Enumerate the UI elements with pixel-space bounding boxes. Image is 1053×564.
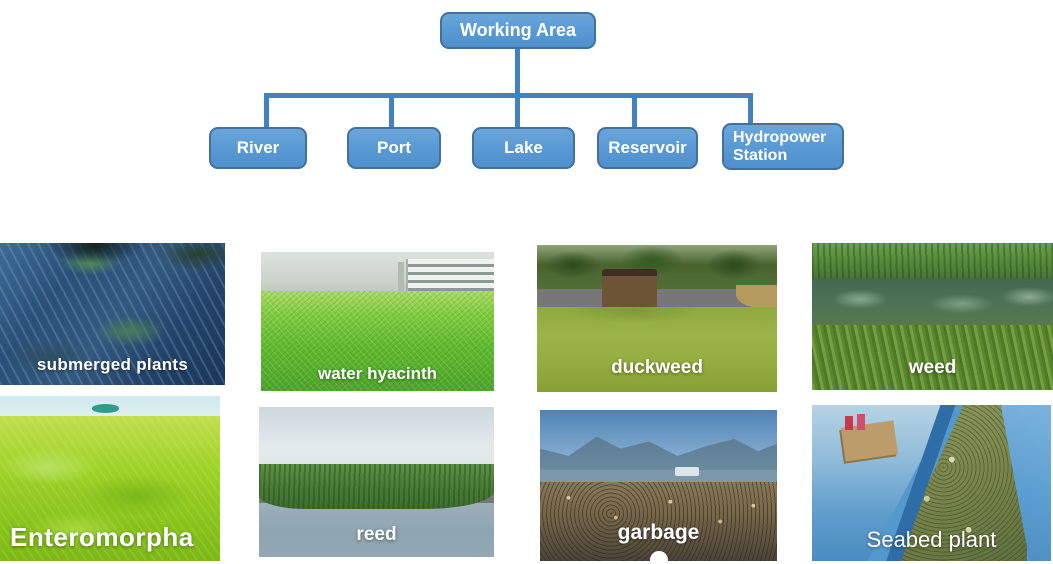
node-port-label: Port [377,138,411,157]
node-lake-label: Lake [504,138,543,157]
hyacinth-field-layer [261,290,494,391]
photo-weed-label: weed [908,357,957,378]
water-layer [812,278,1053,326]
photo-duckweed: duckweed [537,245,777,392]
photo-enteromorpha: Enteromorpha [0,396,220,561]
algae-layer [0,415,220,561]
building-shape [405,258,494,297]
photo-reed: reed [259,407,494,557]
photo-submerged-plants: submerged plants [0,243,225,385]
garbage-debris-layer [540,482,777,561]
photo-water-hyacinth-label: water hyacinth [317,364,438,383]
connector-drop-river [264,93,269,127]
chimney-shape [398,261,405,293]
duckweed-pond-layer [537,306,777,392]
distant-hill-shape [92,404,119,413]
photo-submerged-plants-label: submerged plants [36,355,189,374]
sky-layer [259,407,494,473]
photo-enteromorpha-label: Enteromorpha [10,522,194,552]
node-river-label: River [236,138,280,157]
flowing-weeds-layer [812,325,1053,390]
connector-root-stem [515,49,520,94]
photo-water-hyacinth: water hyacinth [261,252,494,391]
photo-reed-label: reed [356,524,397,545]
bridge-shape [736,284,777,309]
white-dot [649,551,668,561]
node-lake: Lake [472,127,575,169]
photo-garbage: garbage [540,410,777,561]
pavilion-shape [601,268,657,314]
grass-bank-layer [812,243,1053,279]
boat-shape [675,467,699,477]
water-layer [259,503,494,557]
photo-seabed-plant-label: Seabed plant [866,527,997,552]
node-river: River [209,127,307,169]
trees-layer [537,245,777,290]
reed-band-layer [259,464,494,509]
node-hydropower-station: Hydropower Station [722,123,844,170]
node-reservoir: Reservoir [597,127,698,169]
connector-drop-lake [515,93,520,127]
node-working-area: Working Area [440,12,596,49]
connector-drop-reservoir [632,93,637,127]
connector-drop-hydropower [748,93,753,123]
red-item-shape [857,414,865,430]
connector-drop-port [389,93,394,127]
photo-garbage-label: garbage [617,521,700,544]
red-item-shape [845,415,853,430]
photo-weed: weed [812,243,1053,390]
photo-seabed-plant: Seabed plant [812,405,1051,561]
node-hydropower-station-label: Hydropower Station [733,128,827,164]
node-port: Port [347,127,441,169]
node-reservoir-label: Reservoir [608,138,687,157]
water-layer [540,470,777,486]
connector-horizontal-bus [264,93,753,98]
node-working-area-label: Working Area [459,20,577,40]
photo-duckweed-label: duckweed [611,357,703,378]
